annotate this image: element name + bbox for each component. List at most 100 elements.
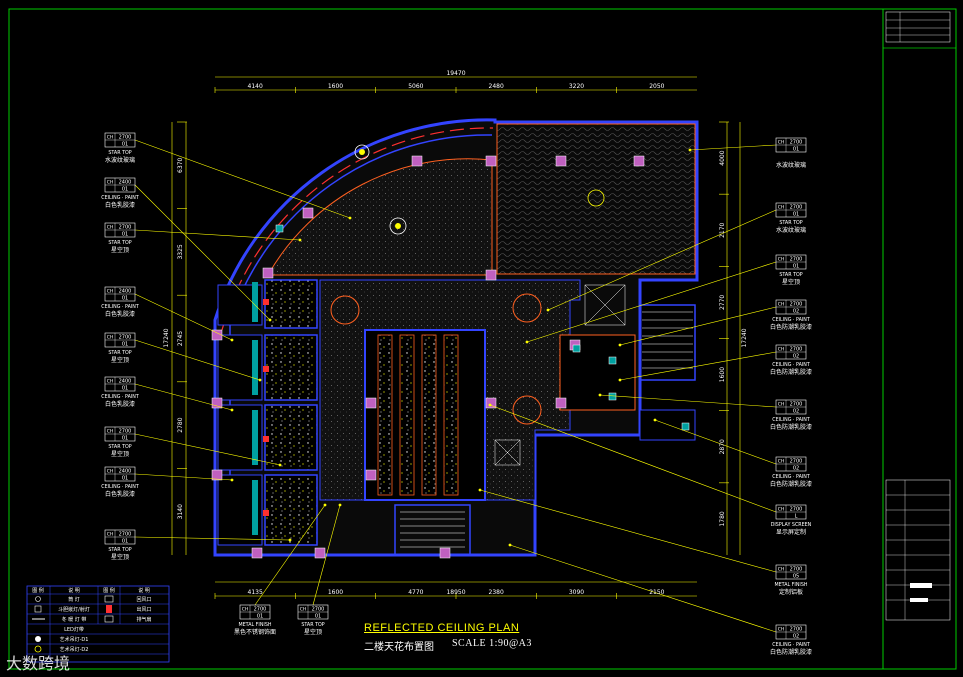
dim-label-4135: 4135 bbox=[248, 589, 263, 596]
legend-item: 筒 灯 bbox=[68, 596, 80, 603]
tag-desc: 黑色不锈钢饰面 bbox=[234, 628, 276, 636]
tag-code: CH bbox=[107, 225, 114, 231]
tag-code: CH bbox=[300, 607, 307, 613]
tag-height: 2700 bbox=[790, 627, 803, 633]
leader-dot bbox=[348, 216, 352, 220]
dim-label-1600: 1600 bbox=[328, 83, 343, 90]
leader-dot bbox=[488, 403, 492, 407]
legend-item: 出风口 bbox=[136, 606, 151, 613]
legend-item: 艺术吊灯-D1 bbox=[60, 636, 89, 643]
leader-line bbox=[654, 419, 777, 465]
tag-type: STAR TOP bbox=[108, 150, 131, 156]
leader-dot bbox=[298, 238, 302, 242]
leader-line bbox=[134, 184, 271, 321]
tag-number: 05 bbox=[793, 574, 799, 580]
tag-height: 2700 bbox=[119, 429, 132, 435]
tag-type: CEILING · PAINT bbox=[101, 484, 139, 490]
star-ceiling-curved bbox=[267, 158, 493, 276]
tag-type: CEILING · PAINT bbox=[101, 394, 139, 400]
dim-label-3325: 3325 bbox=[177, 244, 184, 259]
tag-desc: 白色乳胶漆 bbox=[105, 400, 135, 408]
leader-line bbox=[689, 144, 777, 151]
tag-type: CEILING · PAINT bbox=[772, 362, 810, 368]
tag-height: 2400 bbox=[119, 379, 132, 385]
leader-line bbox=[134, 139, 351, 219]
display-screen-ceiling bbox=[364, 329, 486, 501]
leader-dot bbox=[230, 478, 234, 482]
leader-dot bbox=[598, 393, 602, 397]
tag-type: STAR TOP bbox=[108, 547, 131, 553]
stairs-right bbox=[639, 304, 696, 381]
tag-number: 02 bbox=[793, 409, 799, 415]
tag-type: METAL FINISH bbox=[238, 622, 271, 628]
tag-number: 02 bbox=[793, 354, 799, 360]
dim-label-5060: 5060 bbox=[408, 83, 423, 90]
tag-type: CEILING · PAINT bbox=[772, 474, 810, 480]
tag-height: 2700 bbox=[790, 507, 803, 513]
tag-height: 2400 bbox=[119, 469, 132, 475]
tag-desc: 星空顶 bbox=[111, 246, 129, 254]
legend-header: 说 明 bbox=[68, 587, 80, 594]
tag-number: 01 bbox=[122, 232, 128, 238]
tag-number: 01 bbox=[122, 436, 128, 442]
leader-dot bbox=[258, 378, 262, 382]
legend-item: LED灯带 bbox=[64, 626, 84, 633]
leader-dot bbox=[653, 418, 657, 422]
dim-label-2380: 2380 bbox=[489, 589, 504, 596]
tag-code: CH bbox=[778, 257, 785, 263]
leader-dot bbox=[618, 343, 622, 347]
tag-code: CH bbox=[778, 347, 785, 353]
dim-label-4000: 4000 bbox=[719, 150, 726, 165]
tag-height: 2700 bbox=[790, 402, 803, 408]
dim-bottom-total: 18950 bbox=[446, 589, 465, 596]
tag-desc: 白色防潮乳胶漆 bbox=[770, 480, 812, 488]
drawing-title: REFLECTED CEILING PLAN bbox=[364, 622, 520, 634]
tag-code: CH bbox=[107, 135, 114, 141]
dim-label-3140: 3140 bbox=[177, 504, 184, 519]
dim-label-6370: 6370 bbox=[177, 157, 184, 172]
leader-line bbox=[134, 339, 261, 381]
dim-label-4140: 4140 bbox=[248, 83, 263, 90]
dim-label-2170: 2170 bbox=[719, 222, 726, 237]
tag-type: CEILING · PAINT bbox=[772, 642, 810, 648]
tag-type: STAR TOP bbox=[108, 350, 131, 356]
tag-desc: 星空顶 bbox=[782, 278, 800, 286]
tag-type: CEILING · PAINT bbox=[101, 304, 139, 310]
tag-desc: 白色乳胶漆 bbox=[105, 490, 135, 498]
tag-number: 02 bbox=[793, 466, 799, 472]
dim-label-3090: 3090 bbox=[569, 589, 584, 596]
tag-type: STAR TOP bbox=[108, 240, 131, 246]
tag-height: 2700 bbox=[790, 347, 803, 353]
leader-dot bbox=[508, 543, 512, 547]
tag-desc: 显示屏定制 bbox=[776, 528, 806, 536]
tag-number: L bbox=[795, 514, 798, 520]
tag-number: 01 bbox=[122, 476, 128, 482]
leader-dot bbox=[688, 148, 692, 152]
dim-label-3220: 3220 bbox=[569, 83, 584, 90]
tag-desc: 水波纹玻璃 bbox=[776, 226, 806, 234]
leader-line bbox=[134, 473, 233, 481]
leader-dot bbox=[230, 408, 234, 412]
drawing-subtitle: 二楼天花布置图 bbox=[364, 642, 434, 653]
tag-height: 2700 bbox=[119, 225, 132, 231]
dim-label-2870: 2870 bbox=[719, 439, 726, 454]
tag-number: 01 bbox=[257, 614, 263, 620]
leader-dot bbox=[323, 503, 327, 507]
legend-item: 冬 暖 灯 带 bbox=[62, 616, 87, 623]
tag-type: CEILING · PAINT bbox=[772, 317, 810, 323]
tag-desc: 白色防潮乳胶漆 bbox=[770, 423, 812, 431]
